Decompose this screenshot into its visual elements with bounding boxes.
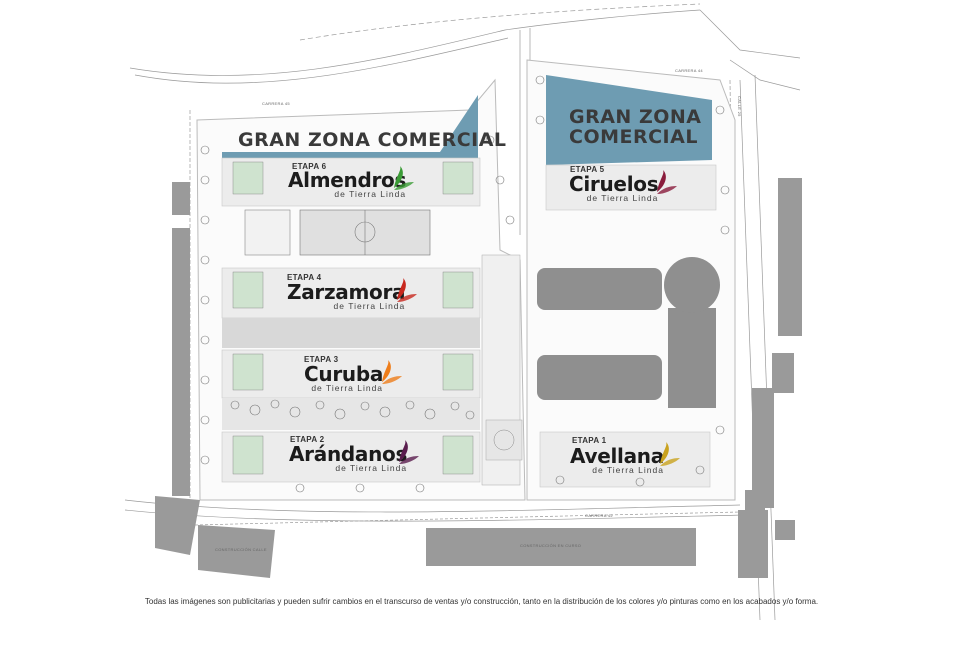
towers <box>537 257 720 408</box>
etapa-6-label: ETAPA 6 <box>292 162 327 171</box>
etapa-5-label: ETAPA 5 <box>570 165 605 174</box>
street-label-bottom-left: CONSTRUCCIÓN CALLE <box>215 547 267 552</box>
etapa-2-label: ETAPA 2 <box>290 435 325 444</box>
brand-subtitle: de Tierra Linda <box>333 301 406 311</box>
brand-ciruelos: Ciruelos de Tierra Linda <box>569 170 677 203</box>
brand-curuba: Curuba de Tierra Linda <box>304 360 402 393</box>
neighbor-buildings <box>155 178 802 578</box>
street-label-right: CALLE 25 <box>737 96 742 117</box>
leaf-icon <box>660 442 680 466</box>
comercial-right-area <box>546 75 712 165</box>
comercial-right-line2: COMERCIAL <box>569 125 698 148</box>
brand-name: Arándanos <box>289 442 408 466</box>
brand-subtitle: de Tierra Linda <box>311 383 384 393</box>
leaf-icon <box>382 360 402 384</box>
leaf-icon <box>399 440 419 464</box>
brand-name: Almendros <box>288 168 407 192</box>
brand-subtitle: de Tierra Linda <box>586 193 659 203</box>
leaf-icon <box>657 170 677 194</box>
brand-name: Curuba <box>304 362 384 386</box>
leaf-icon <box>397 278 417 302</box>
etapa-3-label: ETAPA 3 <box>304 355 339 364</box>
brand-subtitle: de Tierra Linda <box>334 189 407 199</box>
brand-zarzamora: Zarzamora de Tierra Linda <box>287 278 417 311</box>
disclaimer-text: Todas las imágenes son publicitarias y p… <box>144 597 819 606</box>
street-label-bottom: CARRERA 42 <box>585 513 613 518</box>
gray-plaza <box>222 318 480 348</box>
brand-name: Ciruelos <box>569 172 659 196</box>
brand-name: Zarzamora <box>287 280 406 304</box>
park-trees <box>200 75 730 493</box>
etapa-1-label: ETAPA 1 <box>572 436 607 445</box>
brand-arandanos: Arándanos de Tierra Linda <box>289 440 419 473</box>
sports-courts <box>244 209 431 256</box>
comercial-left-title: GRAN ZONA COMERCIAL <box>238 129 507 151</box>
residential-blocks <box>221 157 717 488</box>
etapa-4-label: ETAPA 4 <box>287 273 322 282</box>
brand-subtitle: de Tierra Linda <box>335 463 408 473</box>
street-label-top-right: CARRERA 44 <box>675 68 703 73</box>
brand-almendros: Almendros de Tierra Linda <box>288 166 414 199</box>
street-label-bottom-center: CONSTRUCCIÓN EN CURSO <box>520 543 582 548</box>
unit-cores <box>232 161 474 475</box>
brand-avellana: Avellana de Tierra Linda <box>570 442 680 475</box>
central-circulation <box>481 254 523 486</box>
street-label-top: CARRERA 45 <box>262 101 290 106</box>
brand-name: Avellana <box>570 444 664 468</box>
comercial-right-title: GRAN ZONA COMERCIAL <box>569 106 702 148</box>
leaf-icon <box>394 166 414 190</box>
comercial-right-line1: GRAN ZONA <box>569 106 702 128</box>
brand-subtitle: de Tierra Linda <box>592 465 664 475</box>
